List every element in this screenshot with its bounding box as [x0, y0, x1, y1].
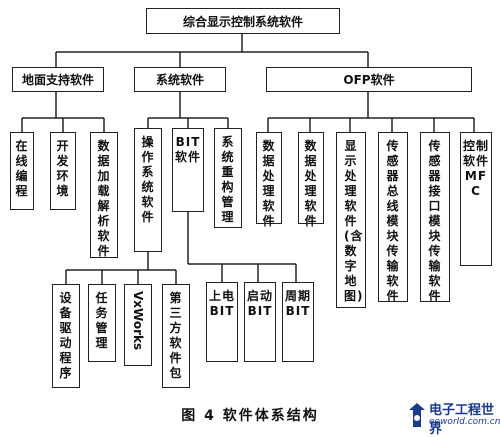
- ofp-child-label: 控制软件MFC: [463, 139, 490, 198]
- system-software-node: 系统软件: [134, 67, 226, 92]
- ofp-child-label: 显示处理软件(含数字地图): [344, 139, 364, 303]
- ground-support-label: 地面支持软件: [21, 73, 94, 87]
- system-child-label: 操作系统软件: [141, 135, 155, 224]
- ground-child-label: 在线编程: [15, 139, 29, 198]
- figure-caption: 图 4 软件体系结构: [181, 408, 319, 424]
- root-node: 综合显示控制系统软件: [146, 8, 340, 34]
- os-child-device-drivers: 设备驱动程序: [52, 284, 80, 388]
- bit-child-label: 周期BIT: [285, 289, 312, 318]
- ofp-child-label: 传感器总线模块传输软件: [386, 139, 400, 303]
- eeworld-logo-icon: [409, 403, 425, 427]
- ofp-child-display-processing: 显示处理软件(含数字地图): [336, 132, 366, 308]
- ground-child-label: 开发环境: [56, 139, 70, 198]
- bit-child-label: 启动BIT: [247, 289, 274, 318]
- ground-support-node: 地面支持软件: [12, 67, 104, 92]
- system-child-bit: BIT软件: [172, 128, 204, 212]
- ofp-child-data-processing-1: 数据处理软件: [256, 132, 282, 228]
- os-child-label: 任务管理: [95, 291, 109, 350]
- os-child-vxworks: VxWorks: [124, 284, 152, 366]
- watermark-cn: 电子工程世界: [429, 403, 495, 437]
- ofp-child-label: 传感器接口模块传输软件: [428, 139, 442, 303]
- ofp-child-sensor-bus: 传感器总线模块传输软件: [378, 132, 408, 303]
- watermark-en: eeworld.com.cn: [429, 417, 500, 427]
- system-child-reconfig: 系统重构管理: [214, 128, 242, 228]
- system-child-label: BIT软件: [175, 135, 202, 164]
- ground-child-label: 数据加载解析软件: [97, 139, 111, 258]
- system-child-label: 系统重构管理: [221, 135, 235, 224]
- bit-child-label: 上电BIT: [209, 289, 236, 318]
- ground-child-dev-env: 开发环境: [50, 132, 76, 210]
- bit-child-startup: 启动BIT: [244, 282, 276, 362]
- bit-child-periodic: 周期BIT: [282, 282, 314, 362]
- root-label: 综合显示控制系统软件: [182, 14, 303, 29]
- ofp-child-data-processing-2: 数据处理软件: [298, 132, 324, 228]
- ofp-child-label: 数据处理软件: [262, 139, 276, 228]
- system-software-label: 系统软件: [155, 73, 204, 87]
- ofp-software-label: OFP软件: [343, 73, 395, 87]
- ground-child-data-loading: 数据加载解析软件: [90, 132, 118, 258]
- ofp-software-node: OFP软件: [266, 67, 472, 92]
- ground-child-online-programming: 在线编程: [10, 132, 34, 210]
- os-child-third-party: 第三方软件包: [162, 284, 190, 388]
- bit-child-power-on: 上电BIT: [206, 282, 238, 362]
- ofp-child-control-mfc: 控制软件MFC: [460, 132, 492, 266]
- os-child-task-management: 任务管理: [88, 284, 116, 362]
- eeworld-logo: 电子工程世界 eeworld.com.cn: [405, 398, 500, 437]
- os-child-label: 设备驱动程序: [59, 291, 73, 380]
- ofp-child-sensor-interface: 传感器接口模块传输软件: [420, 132, 450, 303]
- os-child-label: VxWorks: [131, 291, 145, 351]
- system-child-os: 操作系统软件: [134, 128, 162, 252]
- ofp-child-label: 数据处理软件: [304, 139, 318, 228]
- os-child-label: 第三方软件包: [169, 291, 183, 380]
